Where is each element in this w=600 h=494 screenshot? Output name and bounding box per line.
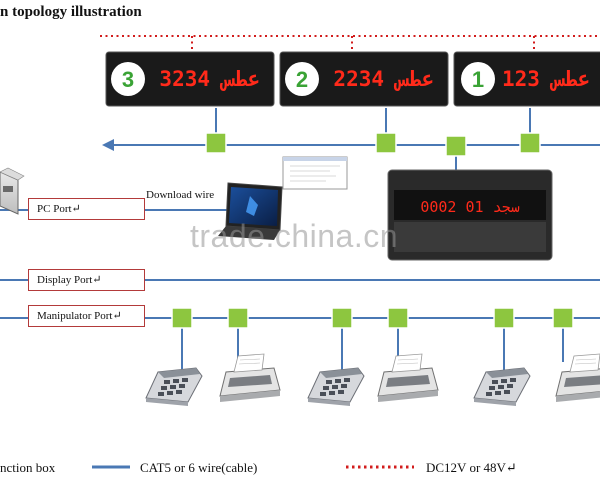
- junction-box: [205, 132, 227, 154]
- display-port-label: Display Port↵: [37, 274, 102, 286]
- download-wire-label: Download wire: [146, 189, 215, 201]
- display-badge: 2: [296, 67, 308, 92]
- junction-box: [331, 307, 353, 329]
- legend-cable-label: CAT5 or 6 wire(cable): [140, 460, 258, 475]
- junction-box: [227, 307, 249, 329]
- display-led-text: عطس 123: [502, 67, 591, 91]
- display-panel-2: 2 عطس 2234: [279, 51, 449, 107]
- junction-boxes: [171, 132, 574, 329]
- display-badge: 3: [122, 67, 134, 92]
- arrow-left-icon: [102, 139, 114, 151]
- display-panel-3: 3 عطس 3234: [105, 51, 275, 107]
- manipulator-port-box: Manipulator Port↵: [28, 305, 145, 327]
- junction-box: [171, 307, 193, 329]
- junction-box: [552, 307, 574, 329]
- manipulator-port-label: Manipulator Port↵: [37, 310, 122, 322]
- display-port-box: Display Port↵: [28, 269, 145, 291]
- manipulator-terminal: [473, 353, 600, 407]
- junction-box: [375, 132, 397, 154]
- pc-port-box: PC Port↵: [28, 198, 145, 220]
- display-led-text: عطس 3234: [159, 67, 260, 91]
- manipulator-terminal: [145, 353, 281, 407]
- junction-box: [445, 135, 467, 157]
- software-window-thumbnail: [282, 156, 348, 190]
- pc-device-icon: [0, 167, 25, 215]
- display-bus: [110, 108, 600, 170]
- laptop-icon: [218, 182, 283, 240]
- pc-port-label: PC Port↵: [37, 203, 81, 215]
- junction-box: [519, 132, 541, 154]
- legend-power-label: DC12V or 48V↵: [426, 460, 517, 475]
- watermark: trade.china.cn: [190, 218, 399, 254]
- main-display-led-text: 0002 سجد 01: [420, 198, 519, 216]
- page-title: n topology illustration: [0, 4, 142, 20]
- main-display: 0002 سجد 01: [387, 169, 553, 261]
- junction-box: [493, 307, 515, 329]
- junction-box: [387, 307, 409, 329]
- display-panel-1: 1 عطس 123: [453, 51, 600, 107]
- legend-junction-label: nction box: [0, 460, 56, 475]
- manipulator-terminal: [307, 353, 439, 407]
- display-led-text: عطس 2234: [333, 67, 434, 91]
- power-line: [100, 35, 600, 50]
- display-badge: 1: [472, 67, 484, 92]
